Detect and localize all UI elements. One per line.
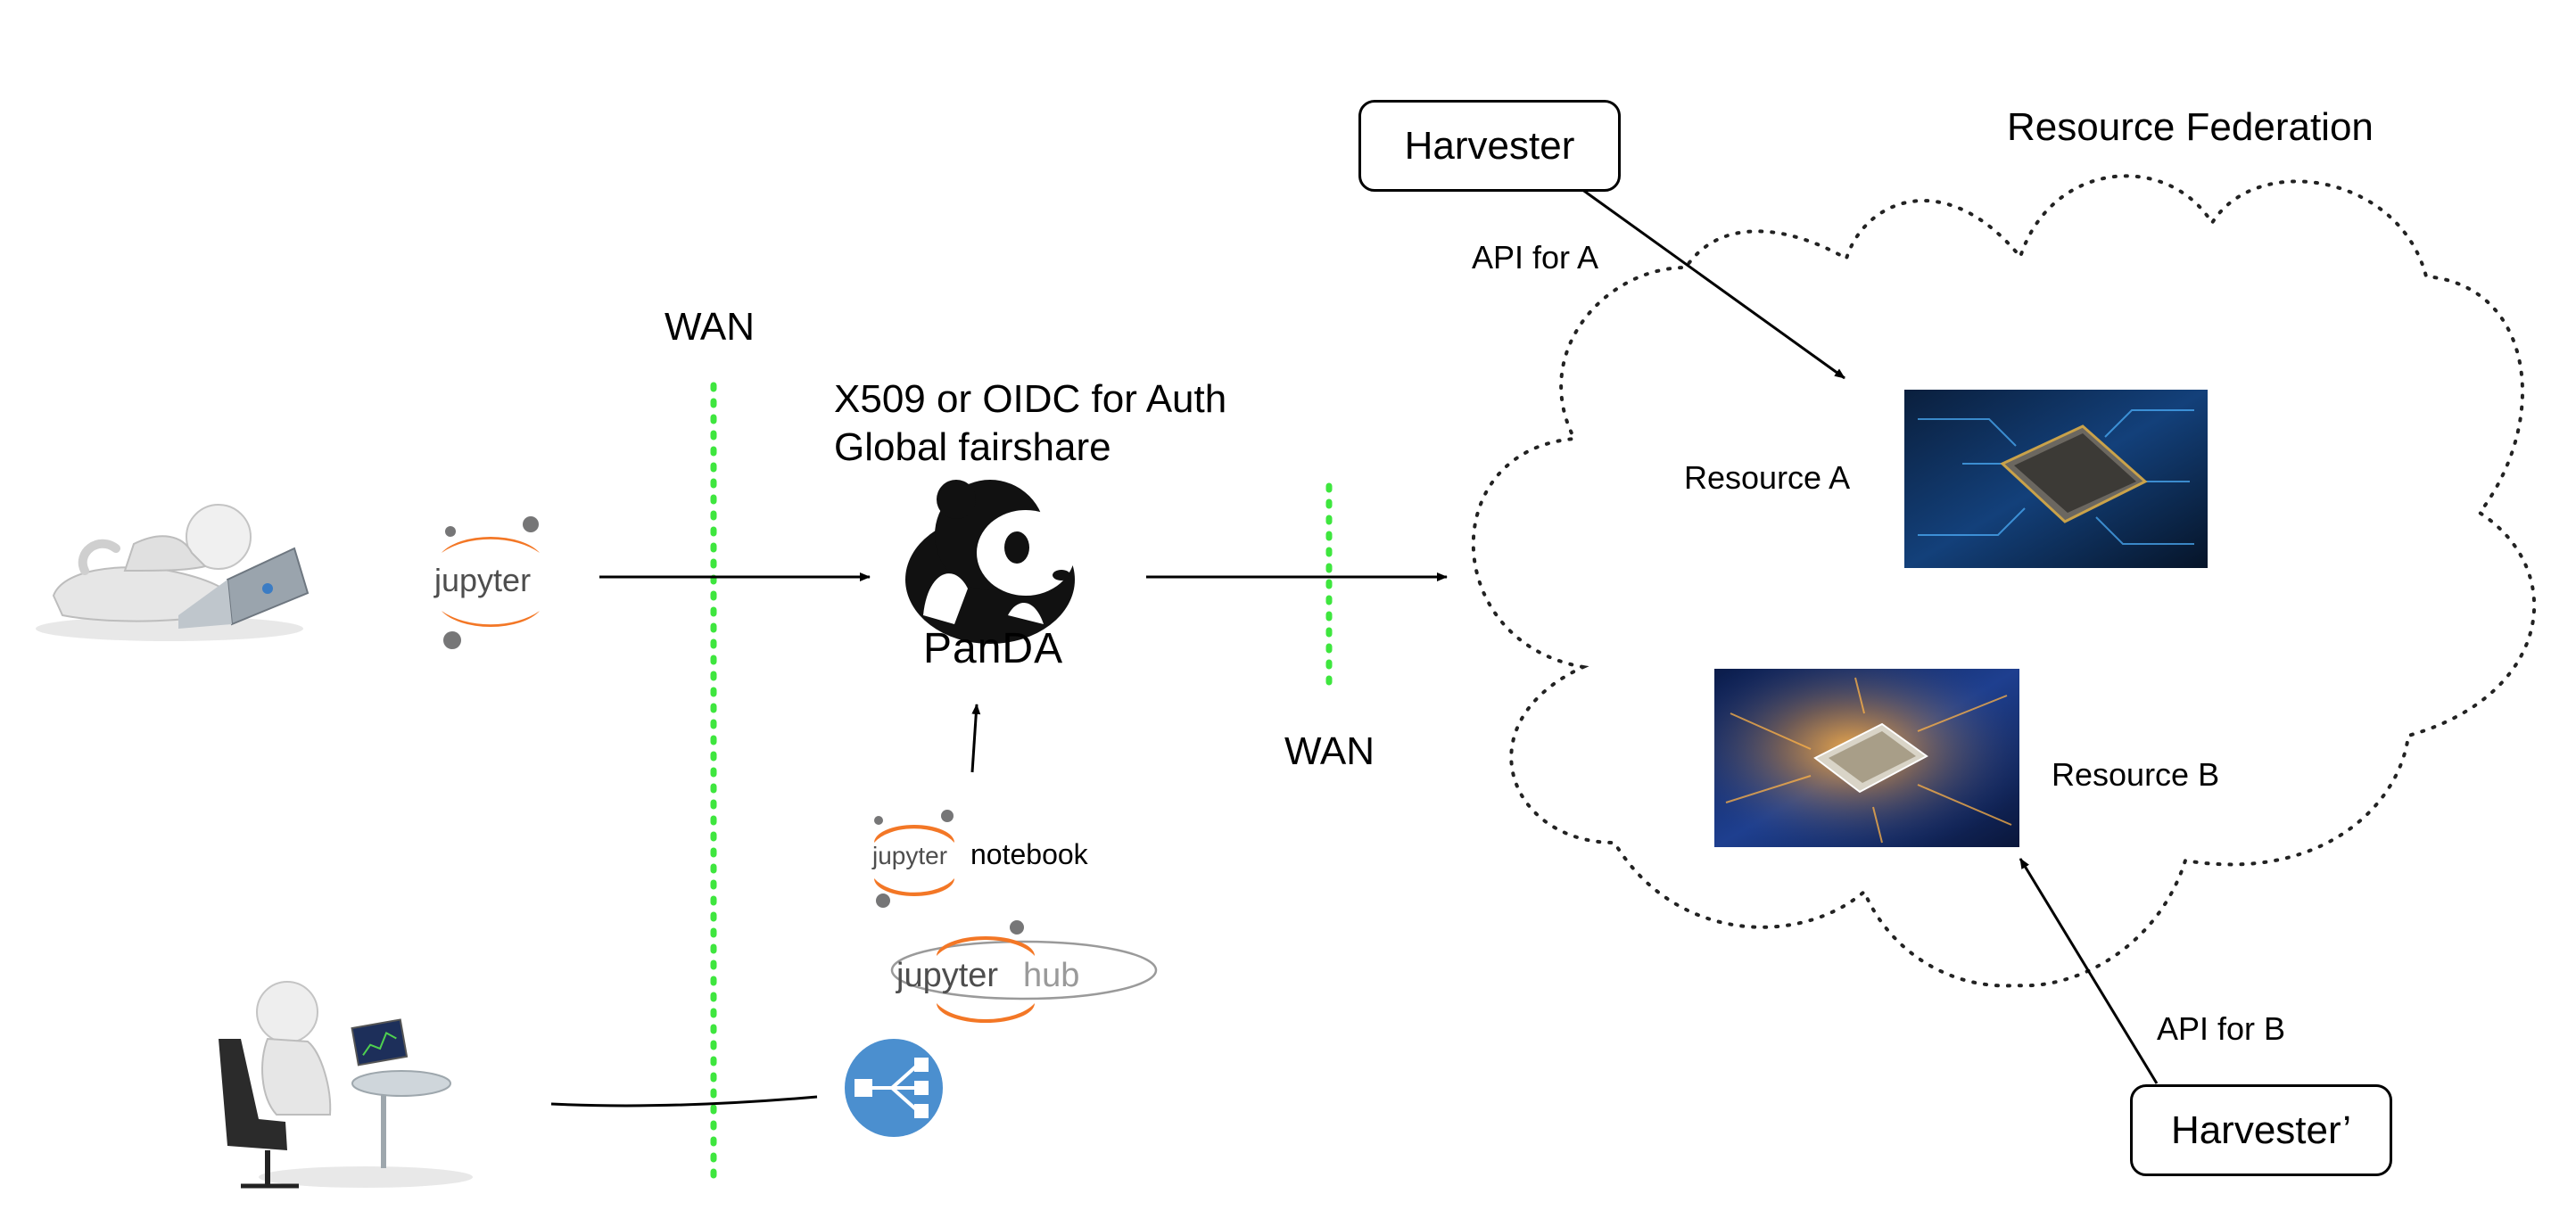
chip-image-a bbox=[1904, 390, 2208, 568]
harvester-box[interactable]: Harvester bbox=[1358, 100, 1621, 192]
resource-federation-label: Resource Federation bbox=[2007, 105, 2374, 149]
api-for-a-label: API for A bbox=[1472, 239, 1599, 276]
user-lying-laptop-icon bbox=[36, 504, 310, 641]
wan-right-label: WAN bbox=[1284, 729, 1375, 773]
jupyterhub-wordmark-jupyter: jupyter bbox=[896, 957, 999, 994]
resource-b-label: Resource B bbox=[2052, 756, 2220, 793]
auth-label: X509 or OIDC for Auth bbox=[834, 377, 1227, 421]
harvester-prime-box[interactable]: Harvester’ bbox=[2130, 1084, 2392, 1176]
jupyterhub-wordmark-hub: hub bbox=[1023, 957, 1080, 994]
jupyter-wordmark: jupyter bbox=[434, 562, 532, 598]
network-share-icon bbox=[845, 1039, 943, 1137]
notebook-wordmark: notebook bbox=[970, 838, 1088, 870]
wan-left-label: WAN bbox=[665, 305, 755, 349]
panda-wordmark: PanDA bbox=[923, 625, 1064, 672]
arrow-harvester-prime-to-resource-b bbox=[2019, 858, 2159, 1084]
arrow-harvester-to-resource-a bbox=[1581, 187, 1845, 380]
fairshare-label: Global fairshare bbox=[834, 425, 1111, 469]
resource-federation-cloud bbox=[1471, 174, 2536, 988]
jupyterhub-logo-icon bbox=[890, 920, 1158, 1023]
jupyter-notebook-logo-icon bbox=[874, 810, 954, 908]
user-desk-computer-icon bbox=[219, 981, 473, 1189]
arrow-notebook-to-panda bbox=[970, 704, 981, 773]
resource-a-label: Resource A bbox=[1684, 459, 1851, 496]
jupyter-notebook-wordmark: jupyter bbox=[872, 842, 948, 869]
api-for-b-label: API for B bbox=[2157, 1010, 2286, 1047]
jupyter-logo-icon bbox=[442, 516, 540, 649]
connection-line-desk-to-hub bbox=[550, 1095, 818, 1108]
panda-logo-icon bbox=[905, 480, 1075, 644]
chip-image-b bbox=[1714, 669, 2019, 847]
